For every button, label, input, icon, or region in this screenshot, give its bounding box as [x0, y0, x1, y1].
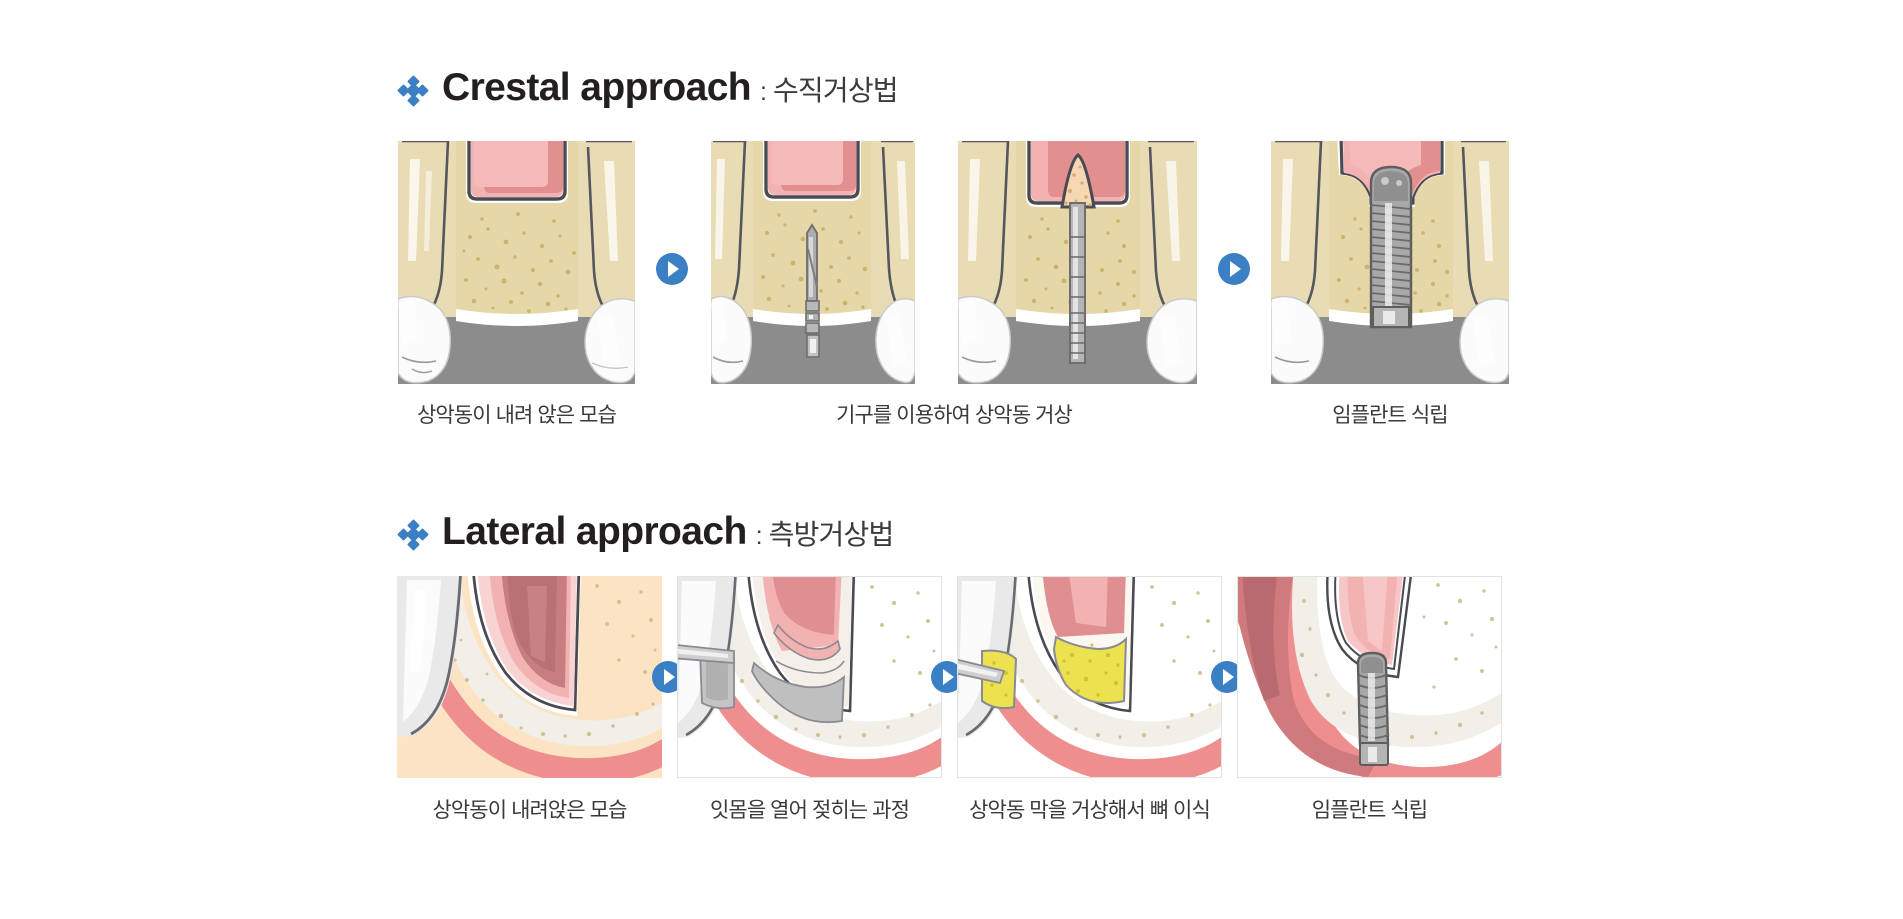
crestal-step-4-image: [1271, 141, 1509, 384]
dental-implant: [1356, 651, 1390, 766]
crestal-step-1-caption: 상악동이 내려 앉은 모습: [416, 404, 617, 427]
graft-carrier-instrument: [958, 658, 1006, 685]
crestal-sinus-lifted-illustration: [958, 141, 1197, 384]
lateral-step-4-caption: 임플란트 식립: [1311, 799, 1428, 822]
play-arrow-icon-crestal-1: [656, 253, 688, 285]
banded-osteotome-instrument: [1069, 202, 1086, 364]
lateral-step-4-image: [1237, 576, 1502, 778]
crestal-heading-english: Crestal approach: [442, 66, 752, 109]
crestal-step-1-image: [398, 141, 635, 384]
lateral-section-heading: Lateral approach : 측방거상법: [397, 510, 895, 553]
osteotome-instrument: [805, 223, 820, 358]
lateral-sunken-sinus-illustration: [397, 576, 662, 778]
crestal-heading-separator: :: [760, 78, 767, 106]
crestal-osteotome-illustration: [711, 141, 915, 384]
lateral-step-3-caption: 상악동 막을 거상해서 뼈 이식: [969, 799, 1211, 822]
play-arrow-icon-crestal-2: [1218, 253, 1250, 285]
diamond-cluster-icon: [397, 518, 429, 551]
lateral-implant-illustration: [1238, 577, 1501, 777]
lateral-heading-separator: :: [755, 522, 763, 550]
crestal-section-heading: Crestal approach : 수직거상법: [397, 66, 899, 109]
lateral-flap-opened-illustration: [678, 577, 941, 777]
lateral-step-2-caption: 잇몸을 열어 젖히는 과정: [709, 799, 910, 822]
crestal-implant-illustration: [1271, 141, 1509, 384]
crestal-heading-korean: 수직거상법: [772, 75, 899, 106]
dental-implant: [1369, 165, 1413, 329]
lateral-step-1-image: [397, 576, 662, 778]
lateral-heading-english: Lateral approach: [442, 510, 747, 553]
crestal-step-3-image: [958, 141, 1197, 384]
crestal-sunken-sinus-illustration: [398, 141, 635, 384]
crestal-step-2-image: [711, 141, 915, 384]
diamond-cluster-icon: [397, 74, 429, 107]
lateral-heading-korean: 측방거상법: [768, 519, 895, 550]
lateral-step-1-caption: 상악동이 내려앉은 모습: [432, 799, 627, 822]
crestal-step-2-caption: 기구를 이용하여 상악동 거상: [836, 404, 1073, 427]
lateral-graft-illustration: [958, 577, 1221, 777]
lateral-step-3-image: [957, 576, 1222, 778]
crestal-step-4-caption: 임플란트 식립: [1332, 404, 1448, 427]
surgical-elevator-instrument: [678, 644, 735, 664]
lateral-step-2-image: [677, 576, 942, 778]
